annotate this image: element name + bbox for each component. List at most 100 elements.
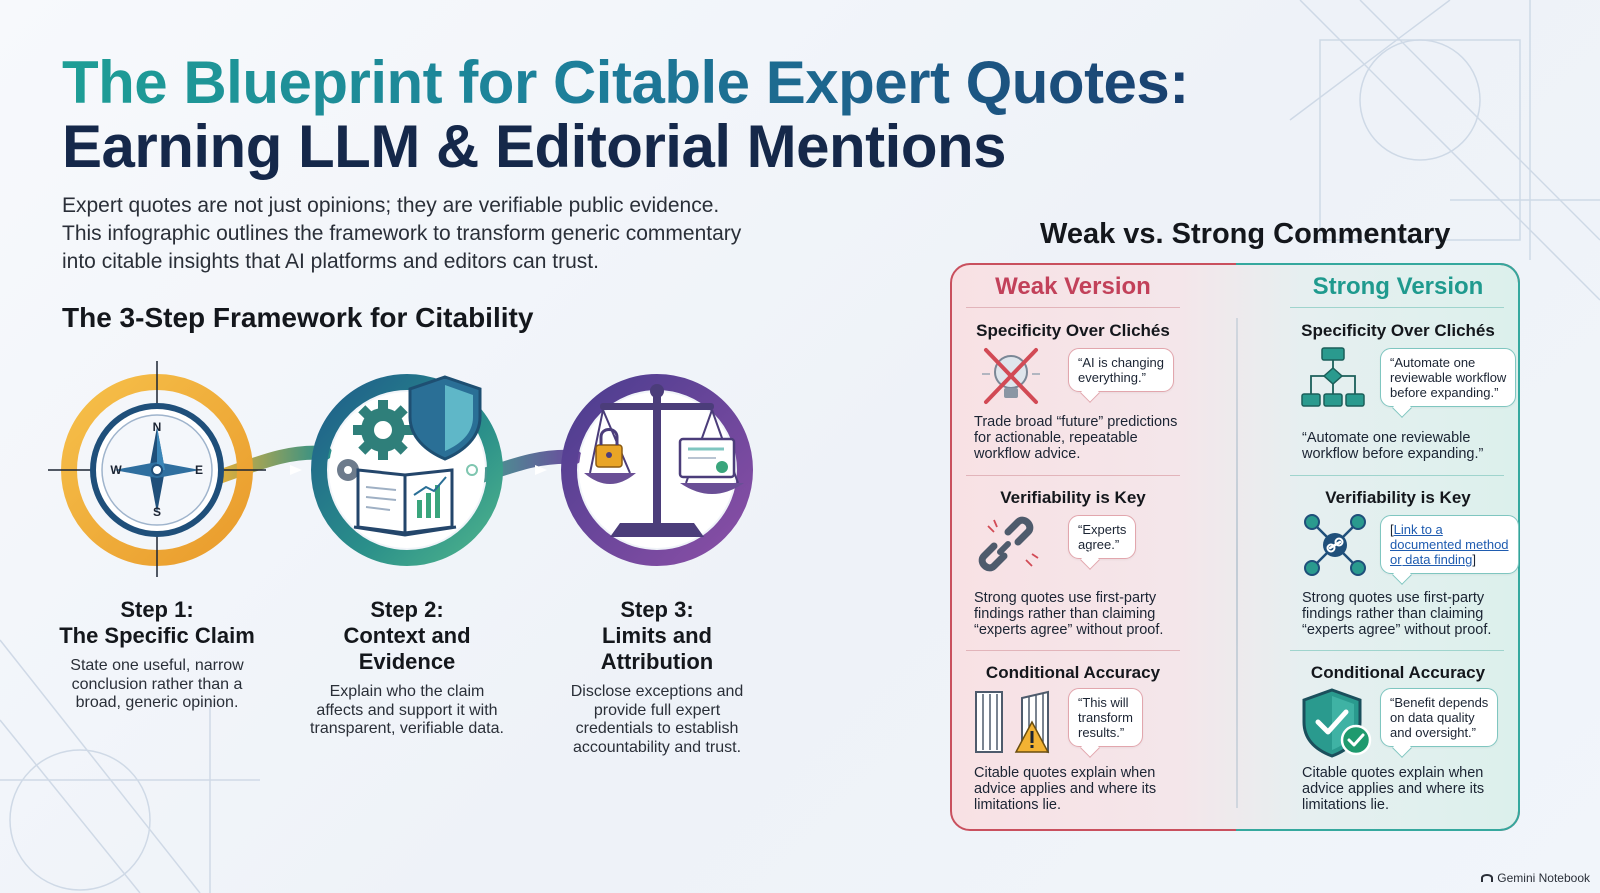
brand-label: Gemini Notebook	[1497, 871, 1590, 885]
step-desc-line: Explain who the claim	[329, 683, 485, 700]
strong-section-2-title: Verifiability is Key	[1325, 488, 1471, 507]
weak-divider	[966, 475, 1180, 476]
step-1: Step 1: The Specific Claim State one use…	[57, 597, 257, 713]
svg-text:N: N	[153, 420, 162, 434]
body-line: Trade broad “future” predictions	[974, 414, 1178, 430]
framework-flow-illustration: N E S W	[48, 361, 753, 577]
brand-watermark: Gemini Notebook	[1481, 871, 1590, 885]
quote-line: and oversight.”	[1390, 725, 1476, 740]
strong-divider	[1290, 475, 1504, 476]
intro-line: into citable insights that AI platforms …	[62, 250, 599, 273]
strong-section-1-body: “Automate one reviewable workflow before…	[1302, 430, 1483, 462]
body-line: for actionable, repeatable	[974, 430, 1138, 446]
strong-section-3-body: Citable quotes explain when advice appli…	[1302, 765, 1484, 813]
weak-divider	[966, 650, 1180, 651]
strong-divider	[1290, 650, 1504, 651]
step-2-title: Step 2: Context and Evidence	[297, 597, 517, 675]
strong-column-title: Strong Version	[1312, 273, 1484, 300]
step-desc-line: affects and support it with	[316, 701, 498, 719]
weak-quote-bubble-2: “Experts agree.”	[1068, 515, 1137, 570]
step-2: Step 2: Context and Evidence Explain who…	[297, 597, 517, 739]
body-line: limitations lie.	[1302, 797, 1390, 813]
body-line: workflow advice.	[974, 446, 1081, 462]
strong-section-3-title: Conditional Accuracy	[1310, 663, 1486, 682]
notebook-logo-icon	[1481, 874, 1494, 882]
body-line: Citable quotes explain when	[974, 765, 1156, 781]
quote-line: “AI is changing	[1078, 355, 1164, 370]
column-divider	[1236, 318, 1238, 808]
strong-quote-bubble-1: “Automate one reviewable workflow before…	[1380, 348, 1517, 418]
step-title-line: Evidence	[358, 649, 456, 674]
svg-text:E: E	[195, 463, 203, 477]
comparison-heading: Weak vs. Strong Commentary	[1040, 218, 1451, 250]
step-2-description: Explain who the claim affects and suppor…	[297, 683, 517, 739]
weak-section-1-title: Specificity Over Clichés	[976, 321, 1170, 340]
quote-line: on data quality	[1390, 710, 1475, 725]
body-line: Strong quotes use first-party	[1302, 590, 1485, 606]
compass-icon: N E S W	[48, 361, 266, 577]
body-line: advice applies and where its	[974, 781, 1157, 797]
quote-line: reviewable workflow	[1390, 370, 1507, 385]
weak-quote-bubble-3: “This will transform results.”	[1068, 688, 1143, 758]
link-text[interactable]: Link to a	[1393, 522, 1443, 537]
step-title-line: Step 2:	[370, 597, 444, 622]
body-line: “experts agree” without proof.	[974, 622, 1164, 638]
open-gate-warning-icon	[975, 690, 1050, 754]
step-title-line: Context and	[343, 623, 471, 648]
link-text[interactable]: or data finding	[1390, 552, 1473, 567]
body-line: findings rather than claiming	[1302, 606, 1484, 622]
body-line: workflow before expanding.”	[1302, 446, 1484, 462]
quote-line: “Benefit depends	[1390, 695, 1489, 710]
body-line: limitations lie.	[974, 797, 1062, 813]
page-title-line2: Earning LLM & Editorial Mentions	[62, 113, 1007, 180]
step-title-line: Step 3:	[620, 597, 694, 622]
intro-line: Expert quotes are not just opinions; the…	[62, 194, 720, 217]
quote-line: agree.”	[1078, 537, 1120, 552]
step-desc-line: broad, generic opinion.	[75, 694, 239, 711]
step-desc-line: provide full expert	[593, 701, 721, 719]
body-line: “experts agree” without proof.	[1302, 622, 1492, 638]
svg-text:W: W	[110, 463, 122, 477]
strong-quote-bubble-3: “Benefit depends on data quality and ove…	[1380, 688, 1499, 758]
strong-quote-bubble-2: [Link to a documented method or data fin…	[1380, 515, 1519, 585]
step-desc-line: credentials to establish	[575, 720, 739, 737]
strong-section-1-title: Specificity Over Clichés	[1301, 321, 1495, 340]
weak-section-1-body: Trade broad “future” predictions for act…	[974, 414, 1177, 462]
step-title-line: Step 1:	[120, 597, 194, 622]
quote-line: “Experts	[1078, 522, 1127, 537]
strong-section-2-body: Strong quotes use first-party findings r…	[1302, 590, 1491, 638]
connected-link-network-icon	[1304, 514, 1366, 576]
step-title-line: Attribution	[600, 649, 714, 674]
step-desc-line: accountability and trust.	[572, 738, 742, 756]
quote-line: “This will	[1078, 695, 1129, 710]
intro-paragraph: Expert quotes are not just opinions; the…	[62, 192, 782, 276]
strong-panel-border	[1236, 263, 1520, 831]
quote-line: [Link to a	[1390, 522, 1443, 537]
shield-check-icon	[1302, 688, 1372, 758]
step-desc-line: Disclose exceptions and	[570, 683, 744, 700]
broken-link-icon	[978, 516, 1039, 572]
step-1-description: State one useful, narrow conclusion rath…	[57, 657, 257, 713]
weak-section-3-body: Citable quotes explain when advice appli…	[974, 765, 1156, 813]
body-line: Citable quotes explain when	[1302, 765, 1484, 781]
body-line: advice applies and where its	[1302, 781, 1485, 797]
step-1-title: Step 1: The Specific Claim	[57, 597, 257, 649]
weak-quote-bubble-1: “AI is changing everything.”	[1068, 348, 1174, 403]
page-title-line1: The Blueprint for Citable Expert Quotes:	[62, 49, 1189, 116]
svg-text:S: S	[153, 505, 161, 519]
step-3-description: Disclose exceptions and provide full exp…	[547, 683, 767, 757]
link-text[interactable]: documented method	[1390, 537, 1509, 552]
strong-divider	[1290, 307, 1504, 308]
quote-line: transform	[1078, 710, 1133, 725]
body-line: findings rather than claiming	[974, 606, 1156, 622]
quote-line: before expanding.”	[1390, 385, 1499, 400]
step-desc-line: transparent, verifiable data.	[310, 720, 504, 737]
step-title-line: The Specific Claim	[59, 623, 255, 648]
step-desc-line: State one useful, narrow	[70, 657, 244, 674]
quote-line: results.”	[1078, 725, 1125, 740]
quote-line: or data finding]	[1390, 552, 1477, 567]
step-title-line: Limits and	[601, 623, 712, 648]
body-line: Strong quotes use first-party	[974, 590, 1157, 606]
crossed-lightbulb-icon	[982, 348, 1040, 404]
book-gear-shield-icon	[311, 374, 503, 566]
